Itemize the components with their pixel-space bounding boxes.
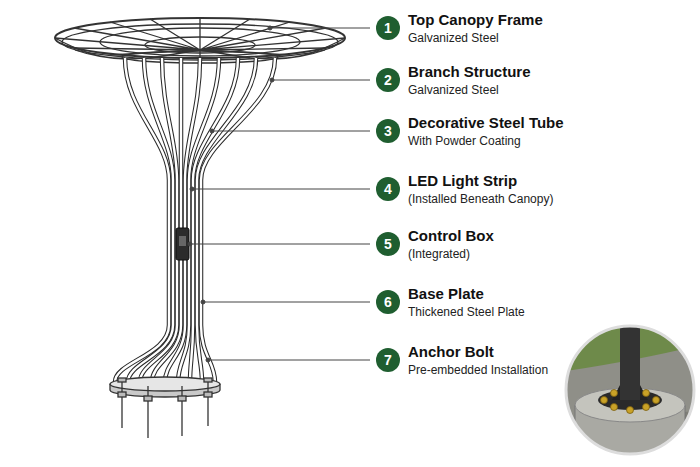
part-name: Anchor Bolt bbox=[408, 343, 494, 360]
part-name: LED Light Strip bbox=[408, 172, 517, 189]
callout-number: 5 bbox=[376, 232, 400, 256]
part-spec: (Installed Beneath Canopy) bbox=[408, 192, 553, 206]
callout-number: 2 bbox=[376, 68, 400, 92]
base-plate bbox=[110, 377, 220, 438]
part-spec: (Integrated) bbox=[408, 247, 470, 261]
callout-number: 7 bbox=[376, 348, 400, 372]
part-name: Branch Structure bbox=[408, 63, 531, 80]
part-spec: Galvanized Steel bbox=[408, 83, 499, 97]
part-spec: Thickened Steel Plate bbox=[408, 305, 525, 319]
part-name: Control Box bbox=[408, 227, 494, 244]
canopy-frame bbox=[55, 18, 345, 63]
leader-lines bbox=[188, 26, 370, 362]
callout-number: 4 bbox=[376, 177, 400, 201]
part-spec: Galvanized Steel bbox=[408, 31, 499, 45]
part-name: Decorative Steel Tube bbox=[408, 114, 564, 131]
control-box bbox=[176, 228, 189, 260]
callout-number: 1 bbox=[376, 16, 400, 40]
part-name: Top Canopy Frame bbox=[408, 11, 543, 28]
callout-number: 6 bbox=[376, 290, 400, 314]
part-name: Base Plate bbox=[408, 285, 484, 302]
photo-inset bbox=[560, 320, 700, 460]
part-spec: With Powder Coating bbox=[408, 134, 521, 148]
part-spec: Pre-embedded Installation bbox=[408, 363, 548, 377]
callout-number: 3 bbox=[376, 119, 400, 143]
